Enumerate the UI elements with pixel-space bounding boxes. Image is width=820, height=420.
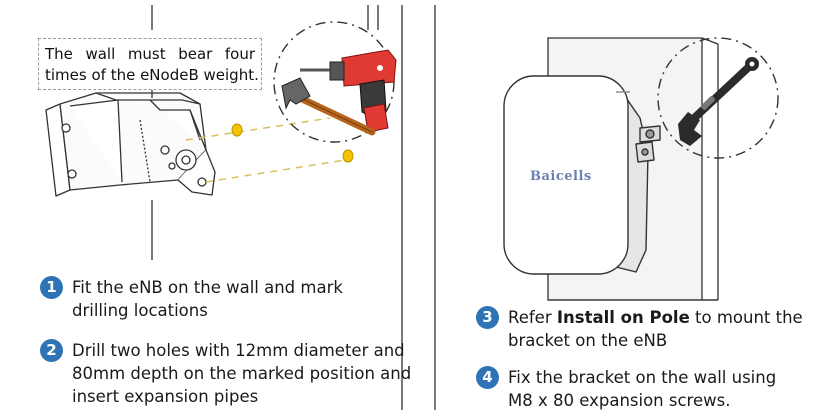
weight-note-line2: times of the eNodeB weight.: [45, 66, 259, 84]
step-3-post: to mount the: [689, 308, 803, 327]
step-2-line2: 80mm depth on the marked position and: [72, 364, 412, 383]
wall-bracket: [45, 92, 216, 197]
step-1: 1 Fit the eNB on the wall and mark drill…: [40, 276, 343, 322]
enodeb-device: Baicells: [503, 75, 661, 275]
step-3-text: Refer Install on Pole to mount the brack…: [508, 306, 803, 352]
weight-note-line1: The wall must bear four: [45, 45, 255, 63]
step-4: 4 Fix the bracket on the wall using M8 x…: [476, 366, 776, 412]
step-3-line1: Refer Install on Pole to mount the: [508, 306, 803, 329]
hammer-icon: [281, 77, 376, 136]
step-2: 2 Drill two holes with 12mm diameter and…: [40, 339, 411, 408]
step-1-text: Fit the eNB on the wall and mark drillin…: [72, 276, 343, 322]
anchor-hole-bottom: [342, 149, 354, 163]
left-wall-lines: [151, 5, 436, 410]
step-3-badge: 3: [476, 306, 499, 329]
step-2-line3: insert expansion pipes: [72, 387, 259, 406]
step-3-pre: Refer: [508, 308, 557, 327]
step-1-badge: 1: [40, 276, 63, 299]
wrench-icon: [678, 57, 759, 146]
weight-note-box: The wall must bear four times of the eNo…: [38, 38, 262, 90]
step-4-line1: Fix the bracket on the wall using: [508, 368, 777, 387]
drill-guide-lines: [185, 117, 346, 183]
step-3: 3 Refer Install on Pole to mount the bra…: [476, 306, 803, 352]
wrench-callout-circle: [657, 37, 779, 159]
step-4-line2: M8 x 80 expansion screws.: [508, 391, 731, 410]
install-on-pole-reference: Install on Pole: [556, 308, 690, 327]
step-2-line1: Drill two holes with 12mm diameter and: [72, 341, 405, 360]
step-4-badge: 4: [476, 366, 499, 389]
baicells-logo-text: Baicells: [530, 169, 592, 184]
step-1-line2: drilling locations: [72, 301, 208, 320]
drill-icon: [300, 49, 397, 133]
step-2-text: Drill two holes with 12mm diameter and 8…: [72, 339, 411, 408]
step-1-line1: Fit the eNB on the wall and mark: [72, 278, 343, 297]
step-2-badge: 2: [40, 339, 63, 362]
anchor-hole-top: [231, 123, 243, 137]
step-3-line2: bracket on the eNB: [508, 331, 668, 350]
step-4-text: Fix the bracket on the wall using M8 x 8…: [508, 366, 776, 412]
